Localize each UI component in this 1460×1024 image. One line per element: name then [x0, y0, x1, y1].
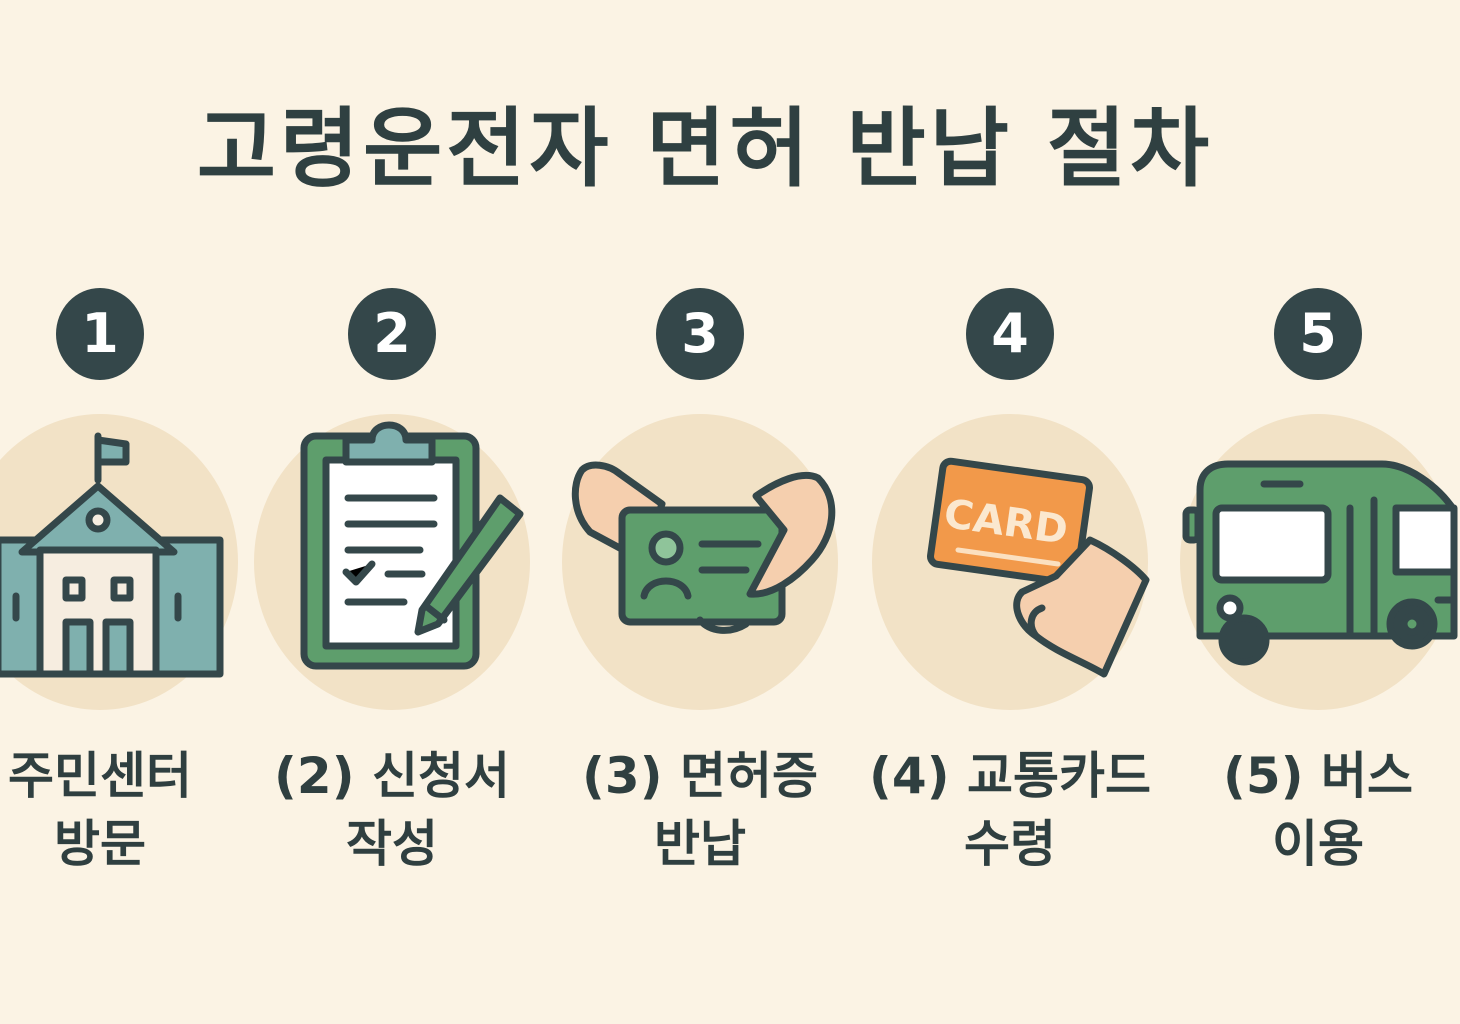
step-2: 2 (2) 신청서 작성: [242, 0, 542, 1024]
clipboard-pen-icon: [300, 421, 524, 670]
step-4: 4 CARD (4) 교통카드 수령: [860, 0, 1160, 1024]
step-number-badge: 3: [656, 288, 744, 380]
step-5: 5 (5) 버스 이용: [1168, 0, 1460, 1024]
step-1: 1 주민센터 방문: [0, 0, 250, 1024]
bus-icon: [1182, 460, 1458, 666]
step-label: (3) 면허증 반납: [582, 747, 818, 873]
building-icon: [0, 432, 224, 678]
step-number-badge: 2: [348, 288, 436, 380]
step-number-badge: 5: [1274, 288, 1362, 380]
transit-card-icon: CARD: [927, 457, 1150, 678]
step-3: 3 (3) 면허증 반납: [550, 0, 850, 1024]
step-label: (4) 교통카드 수령: [869, 747, 1151, 873]
step-number-badge: 4: [966, 288, 1054, 380]
step-label: (2) 신청서 작성: [274, 747, 510, 873]
license-handover-icon: [571, 461, 836, 634]
step-number-badge: 1: [56, 288, 144, 380]
step-label: 주민센터 방문: [8, 747, 192, 873]
page-title: 고령운전자 면허 반납 절차: [196, 99, 1214, 199]
step-label: (5) 버스 이용: [1223, 747, 1413, 873]
